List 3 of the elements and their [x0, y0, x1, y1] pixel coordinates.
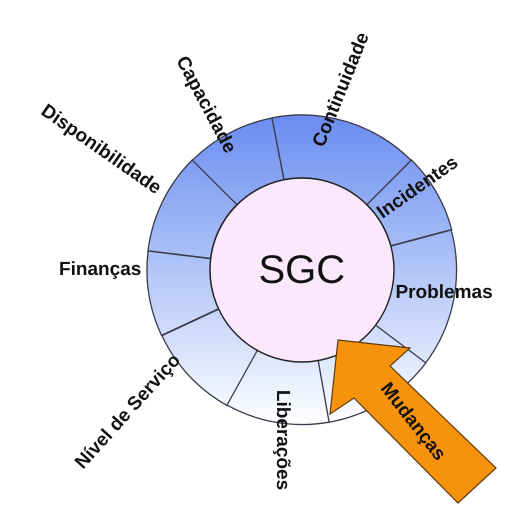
segment-label: Liberações — [271, 390, 294, 490]
segment-label: Finanças — [59, 258, 142, 281]
center-label: SGC — [258, 248, 346, 292]
